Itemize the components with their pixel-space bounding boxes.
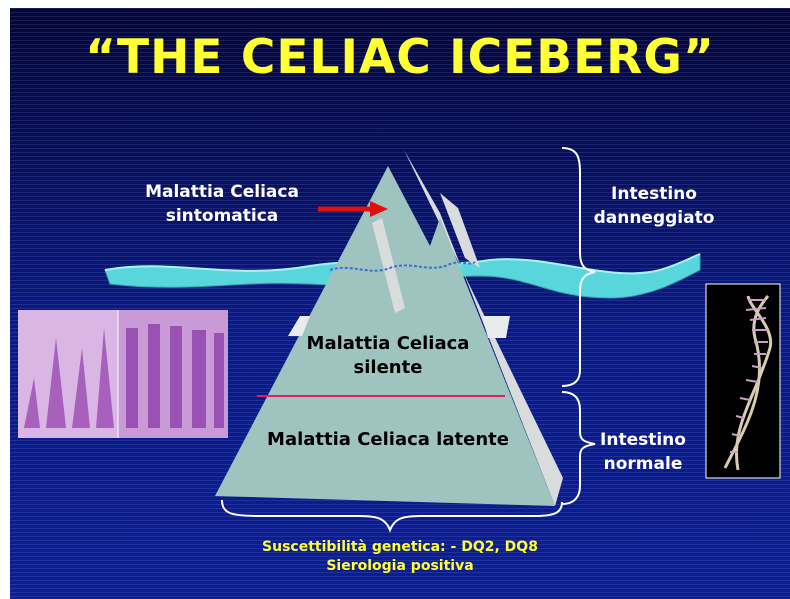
silent-label-line2: silente	[288, 356, 488, 380]
latent-label: Malattia Celiaca latente	[248, 428, 528, 452]
symptomatic-label-line1: Malattia Celiaca	[122, 180, 322, 204]
genetic-susceptibility-line1: Suscettibilità genetica: - DQ2, DQ8	[230, 538, 570, 557]
genetic-susceptibility-text: Suscettibilità genetica: - DQ2, DQ8 Sier…	[230, 538, 570, 576]
normal-intestine-line2: normale	[578, 452, 708, 476]
histology-image	[18, 310, 228, 438]
symptomatic-label: Malattia Celiaca sintomatica	[122, 180, 322, 228]
slide: “THE CELIAC ICEBERG”	[10, 8, 790, 599]
normal-intestine-line1: Intestino	[578, 428, 708, 452]
damaged-intestine-line2: danneggiato	[584, 206, 724, 230]
damaged-intestine-label: Intestino danneggiato	[584, 182, 724, 230]
normal-intestine-label: Intestino normale	[578, 428, 708, 476]
iceberg-diagram	[10, 8, 790, 599]
dna-image	[706, 284, 780, 478]
positive-serology-line: Sierologia positiva	[230, 557, 570, 576]
symptomatic-label-line2: sintomatica	[122, 204, 322, 228]
damaged-intestine-line1: Intestino	[584, 182, 724, 206]
silent-label-line1: Malattia Celiaca	[288, 332, 488, 356]
silent-label: Malattia Celiaca silente	[288, 332, 488, 380]
